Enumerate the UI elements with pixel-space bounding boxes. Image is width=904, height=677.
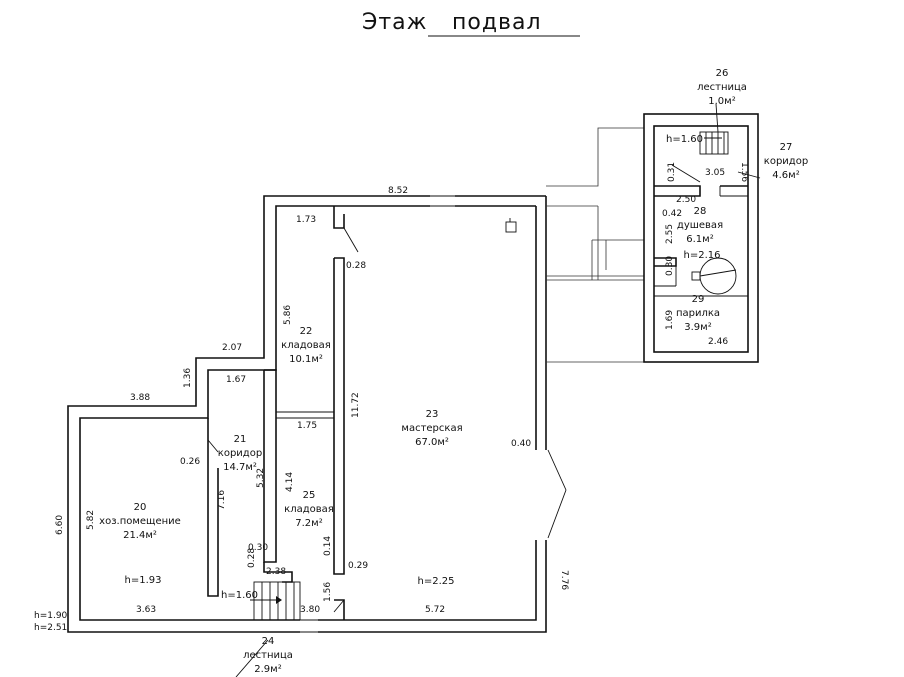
svg-text:h=2.25: h=2.25 xyxy=(418,576,455,587)
dim-8-52: 8.52 xyxy=(388,186,408,196)
svg-text:67.0м²: 67.0м² xyxy=(415,437,449,448)
dim-0-29: 0.29 xyxy=(348,561,368,571)
svg-text:парилка: парилка xyxy=(676,308,720,319)
svg-text:24: 24 xyxy=(262,636,275,647)
dim-0-31: 0.31 xyxy=(667,162,677,182)
dim-0-30b: 0.30 xyxy=(665,256,675,276)
svg-text:25: 25 xyxy=(303,490,316,501)
dim-5-86: 5.86 xyxy=(283,305,293,325)
room-28: 28 душевая 6.1м² h=2.16 xyxy=(677,206,723,261)
note-h-1-90: h=1.90 xyxy=(34,611,68,621)
dim-1-36: 1.36 xyxy=(183,368,193,388)
svg-text:28: 28 xyxy=(694,206,707,217)
internal-walls xyxy=(207,206,517,677)
svg-text:1.0м²: 1.0м² xyxy=(708,96,735,107)
floor-label: Этаж xyxy=(362,10,428,35)
dim-3-63: 3.63 xyxy=(136,605,156,615)
svg-text:душевая: душевая xyxy=(677,220,723,231)
room-20: 20 хоз.помещение 21.4м² h=1.93 xyxy=(99,502,181,586)
room-27: 27 коридор 4.6м² xyxy=(764,142,808,181)
note-h-2-51: h=2.51 xyxy=(34,623,67,633)
dim-0-28: 0.28 xyxy=(346,261,366,271)
dim-1-69: 1.69 xyxy=(665,310,675,330)
dim-1-75: 1.75 xyxy=(297,421,317,431)
svg-text:мастерская: мастерская xyxy=(401,423,462,434)
dim-4-14: 4.14 xyxy=(285,472,295,492)
svg-text:лестница: лестница xyxy=(697,82,747,93)
svg-text:2.9м²: 2.9м² xyxy=(254,664,281,675)
svg-text:26: 26 xyxy=(716,68,729,79)
room-25: 25 кладовая 7.2м² xyxy=(284,490,334,529)
dim-1-67: 1.67 xyxy=(226,375,246,385)
dim-5-32: 5.32 xyxy=(256,468,266,488)
dim-7-76: 7.76 xyxy=(559,570,569,590)
dim-0-26: 0.26 xyxy=(180,457,200,467)
dim-0-30: 0.30 xyxy=(248,543,268,553)
svg-text:7.2м²: 7.2м² xyxy=(295,518,322,529)
dim-1-56: 1.56 xyxy=(323,582,333,602)
svg-text:23: 23 xyxy=(426,409,439,420)
svg-text:10.1м²: 10.1м² xyxy=(289,354,323,365)
svg-text:21: 21 xyxy=(234,434,247,445)
dim-6-60: 6.60 xyxy=(55,515,65,535)
svg-text:h=1.60: h=1.60 xyxy=(666,134,703,145)
dim-1-56b: 1.56 xyxy=(739,162,749,182)
dim-2-46: 2.46 xyxy=(708,337,728,347)
dim-2-50: 2.50 xyxy=(676,195,696,205)
svg-text:коридор: коридор xyxy=(218,448,262,459)
svg-text:20: 20 xyxy=(134,502,147,513)
dim-0-14: 0.14 xyxy=(323,536,333,556)
svg-text:h=1.60: h=1.60 xyxy=(221,590,258,601)
annex-walls xyxy=(643,103,761,363)
outer-walls xyxy=(67,195,567,633)
svg-text:коридор: коридор xyxy=(764,156,808,167)
room-26: 26 лестница 1.0м² h=1.60 xyxy=(666,68,747,145)
room-21: 21 коридор 14.7м² xyxy=(218,434,262,473)
dimension-labels: 8.52 1.73 0.28 5.86 2.07 1.36 3.88 1.67 … xyxy=(55,162,749,615)
room-24: 24 лестница 2.9м² h=1.60 xyxy=(221,590,293,675)
dim-7-16: 7.16 xyxy=(217,490,227,510)
dim-5-82: 5.82 xyxy=(86,510,96,530)
dim-0-40: 0.40 xyxy=(511,439,531,449)
room-22: 22 кладовая 10.1м² xyxy=(281,326,331,365)
dim-2-38: 2.38 xyxy=(266,567,286,577)
svg-text:лестница: лестница xyxy=(243,650,293,661)
dim-1-73: 1.73 xyxy=(296,215,316,225)
room-23: 23 мастерская 67.0м² h=2.25 xyxy=(401,409,462,587)
svg-text:h=2.16: h=2.16 xyxy=(684,250,721,261)
svg-text:4.6м²: 4.6м² xyxy=(772,170,799,181)
svg-text:хоз.помещение: хоз.помещение xyxy=(99,516,181,527)
dim-3-80: 3.80 xyxy=(300,605,320,615)
dim-2-55: 2.55 xyxy=(665,224,675,244)
dim-2-07: 2.07 xyxy=(222,343,242,353)
floor-value: подвал xyxy=(452,10,542,35)
dim-3-05: 3.05 xyxy=(705,168,725,178)
svg-text:3.9м²: 3.9м² xyxy=(684,322,711,333)
svg-text:кладовая: кладовая xyxy=(281,340,331,351)
dim-0-28b: 0.28 xyxy=(247,548,257,568)
dim-0-42: 0.42 xyxy=(662,209,682,219)
svg-text:27: 27 xyxy=(780,142,793,153)
left-notes: h=1.90 h=2.51 xyxy=(34,611,68,633)
dim-11-72: 11.72 xyxy=(351,392,361,418)
room-29: 29 парилка 3.9м² xyxy=(676,294,720,333)
passage-lines xyxy=(546,127,644,363)
svg-text:21.4м²: 21.4м² xyxy=(123,530,157,541)
svg-text:6.1м²: 6.1м² xyxy=(686,234,713,245)
dim-5-72: 5.72 xyxy=(425,605,445,615)
svg-text:29: 29 xyxy=(692,294,705,305)
svg-text:14.7м²: 14.7м² xyxy=(223,462,257,473)
dim-3-88: 3.88 xyxy=(130,393,150,403)
svg-text:h=1.93: h=1.93 xyxy=(125,575,162,586)
svg-text:кладовая: кладовая xyxy=(284,504,334,515)
svg-text:22: 22 xyxy=(300,326,313,337)
